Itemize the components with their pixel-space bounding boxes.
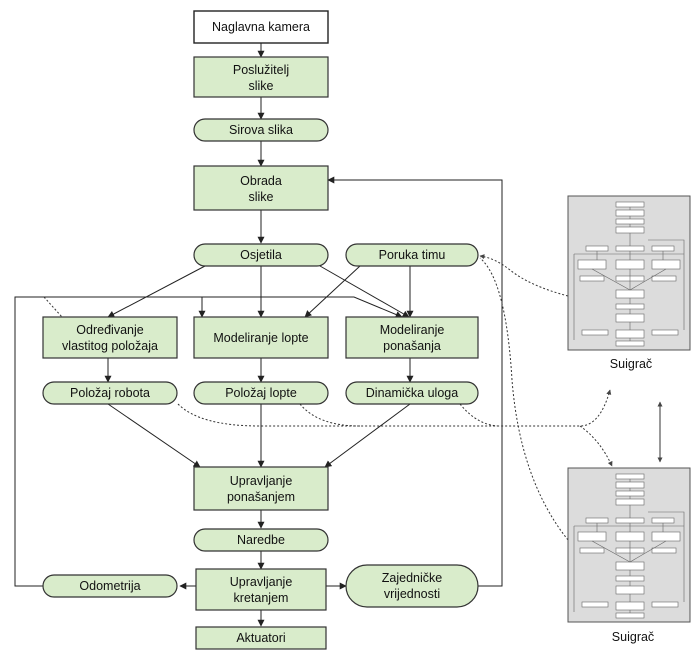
node-dinamicka-uloga: Dinamička uloga: [345, 381, 479, 405]
node-modeliranje-lopte: Modeliranje lopte: [193, 316, 329, 359]
svg-text:Odometrija: Odometrija: [79, 579, 140, 593]
connectors: [14, 43, 503, 627]
node-aktuatori: Aktuatori: [195, 626, 327, 650]
svg-text:vrijednosti: vrijednosti: [384, 587, 440, 601]
node-upravljanje-ponasanjem: Upravljanje ponašanjem: [193, 466, 329, 511]
node-naredbe: Naredbe: [193, 528, 329, 552]
teammate-diagram-top: [567, 195, 691, 351]
svg-text:slike: slike: [248, 79, 273, 93]
teammate-caption-bottom: Suigrač: [612, 630, 654, 644]
svg-text:slike: slike: [248, 190, 273, 204]
svg-text:Modeliranje: Modeliranje: [380, 323, 445, 337]
node-polozaj-robota: Položaj robota: [42, 381, 178, 405]
svg-text:Upravljanje: Upravljanje: [230, 474, 293, 488]
teammate-diagram-bottom: [567, 467, 691, 623]
svg-text:Položaj lopte: Položaj lopte: [225, 386, 297, 400]
svg-text:Modeliranje lopte: Modeliranje lopte: [213, 331, 308, 345]
svg-text:kretanjem: kretanjem: [234, 591, 289, 605]
node-sirova-slika: Sirova slika: [193, 118, 329, 142]
node-polozaj-lopte: Položaj lopte: [193, 381, 329, 405]
svg-text:Obrada: Obrada: [240, 174, 282, 188]
node-poruka-timu: Poruka timu: [345, 243, 479, 267]
svg-text:vlastitog položaja: vlastitog položaja: [62, 339, 158, 353]
teammate-caption-top: Suigrač: [610, 357, 652, 371]
svg-text:Aktuatori: Aktuatori: [236, 631, 285, 645]
svg-text:ponašanjem: ponašanjem: [227, 490, 295, 504]
svg-text:Poslužitelj: Poslužitelj: [233, 63, 289, 77]
svg-text:Dinamička uloga: Dinamička uloga: [366, 386, 458, 400]
node-modeliranje-ponasanja: Modeliranje ponašanja: [345, 316, 479, 359]
svg-text:Sirova slika: Sirova slika: [229, 123, 293, 137]
svg-text:ponašanja: ponašanja: [383, 339, 441, 353]
node-zajednicke-vrijednosti: Zajedničke vrijednosti: [345, 564, 479, 608]
team-links: [43, 254, 663, 541]
svg-text:Zajedničke: Zajedničke: [382, 571, 442, 585]
node-odometrija: Odometrija: [42, 574, 178, 598]
node-upravljanje-kretanjem: Upravljanje kretanjem: [195, 568, 327, 611]
svg-text:Upravljanje: Upravljanje: [230, 575, 293, 589]
svg-text:Poruka timu: Poruka timu: [379, 248, 446, 262]
node-osjetila: Osjetila: [193, 243, 329, 267]
node-posluzitelj-slike: Poslužitelj slike: [193, 56, 329, 98]
node-naglavna-kamera: Naglavna kamera: [193, 10, 329, 44]
svg-text:Osjetila: Osjetila: [240, 248, 282, 262]
node-obrada-slike: Obrada slike: [193, 165, 329, 211]
node-odredivanje-polozaja: Određivanje vlastitog položaja: [42, 316, 178, 359]
svg-text:Naredbe: Naredbe: [237, 533, 285, 547]
svg-text:Naglavna kamera: Naglavna kamera: [212, 20, 310, 34]
svg-text:Položaj robota: Položaj robota: [70, 386, 150, 400]
svg-text:Određivanje: Određivanje: [76, 323, 143, 337]
